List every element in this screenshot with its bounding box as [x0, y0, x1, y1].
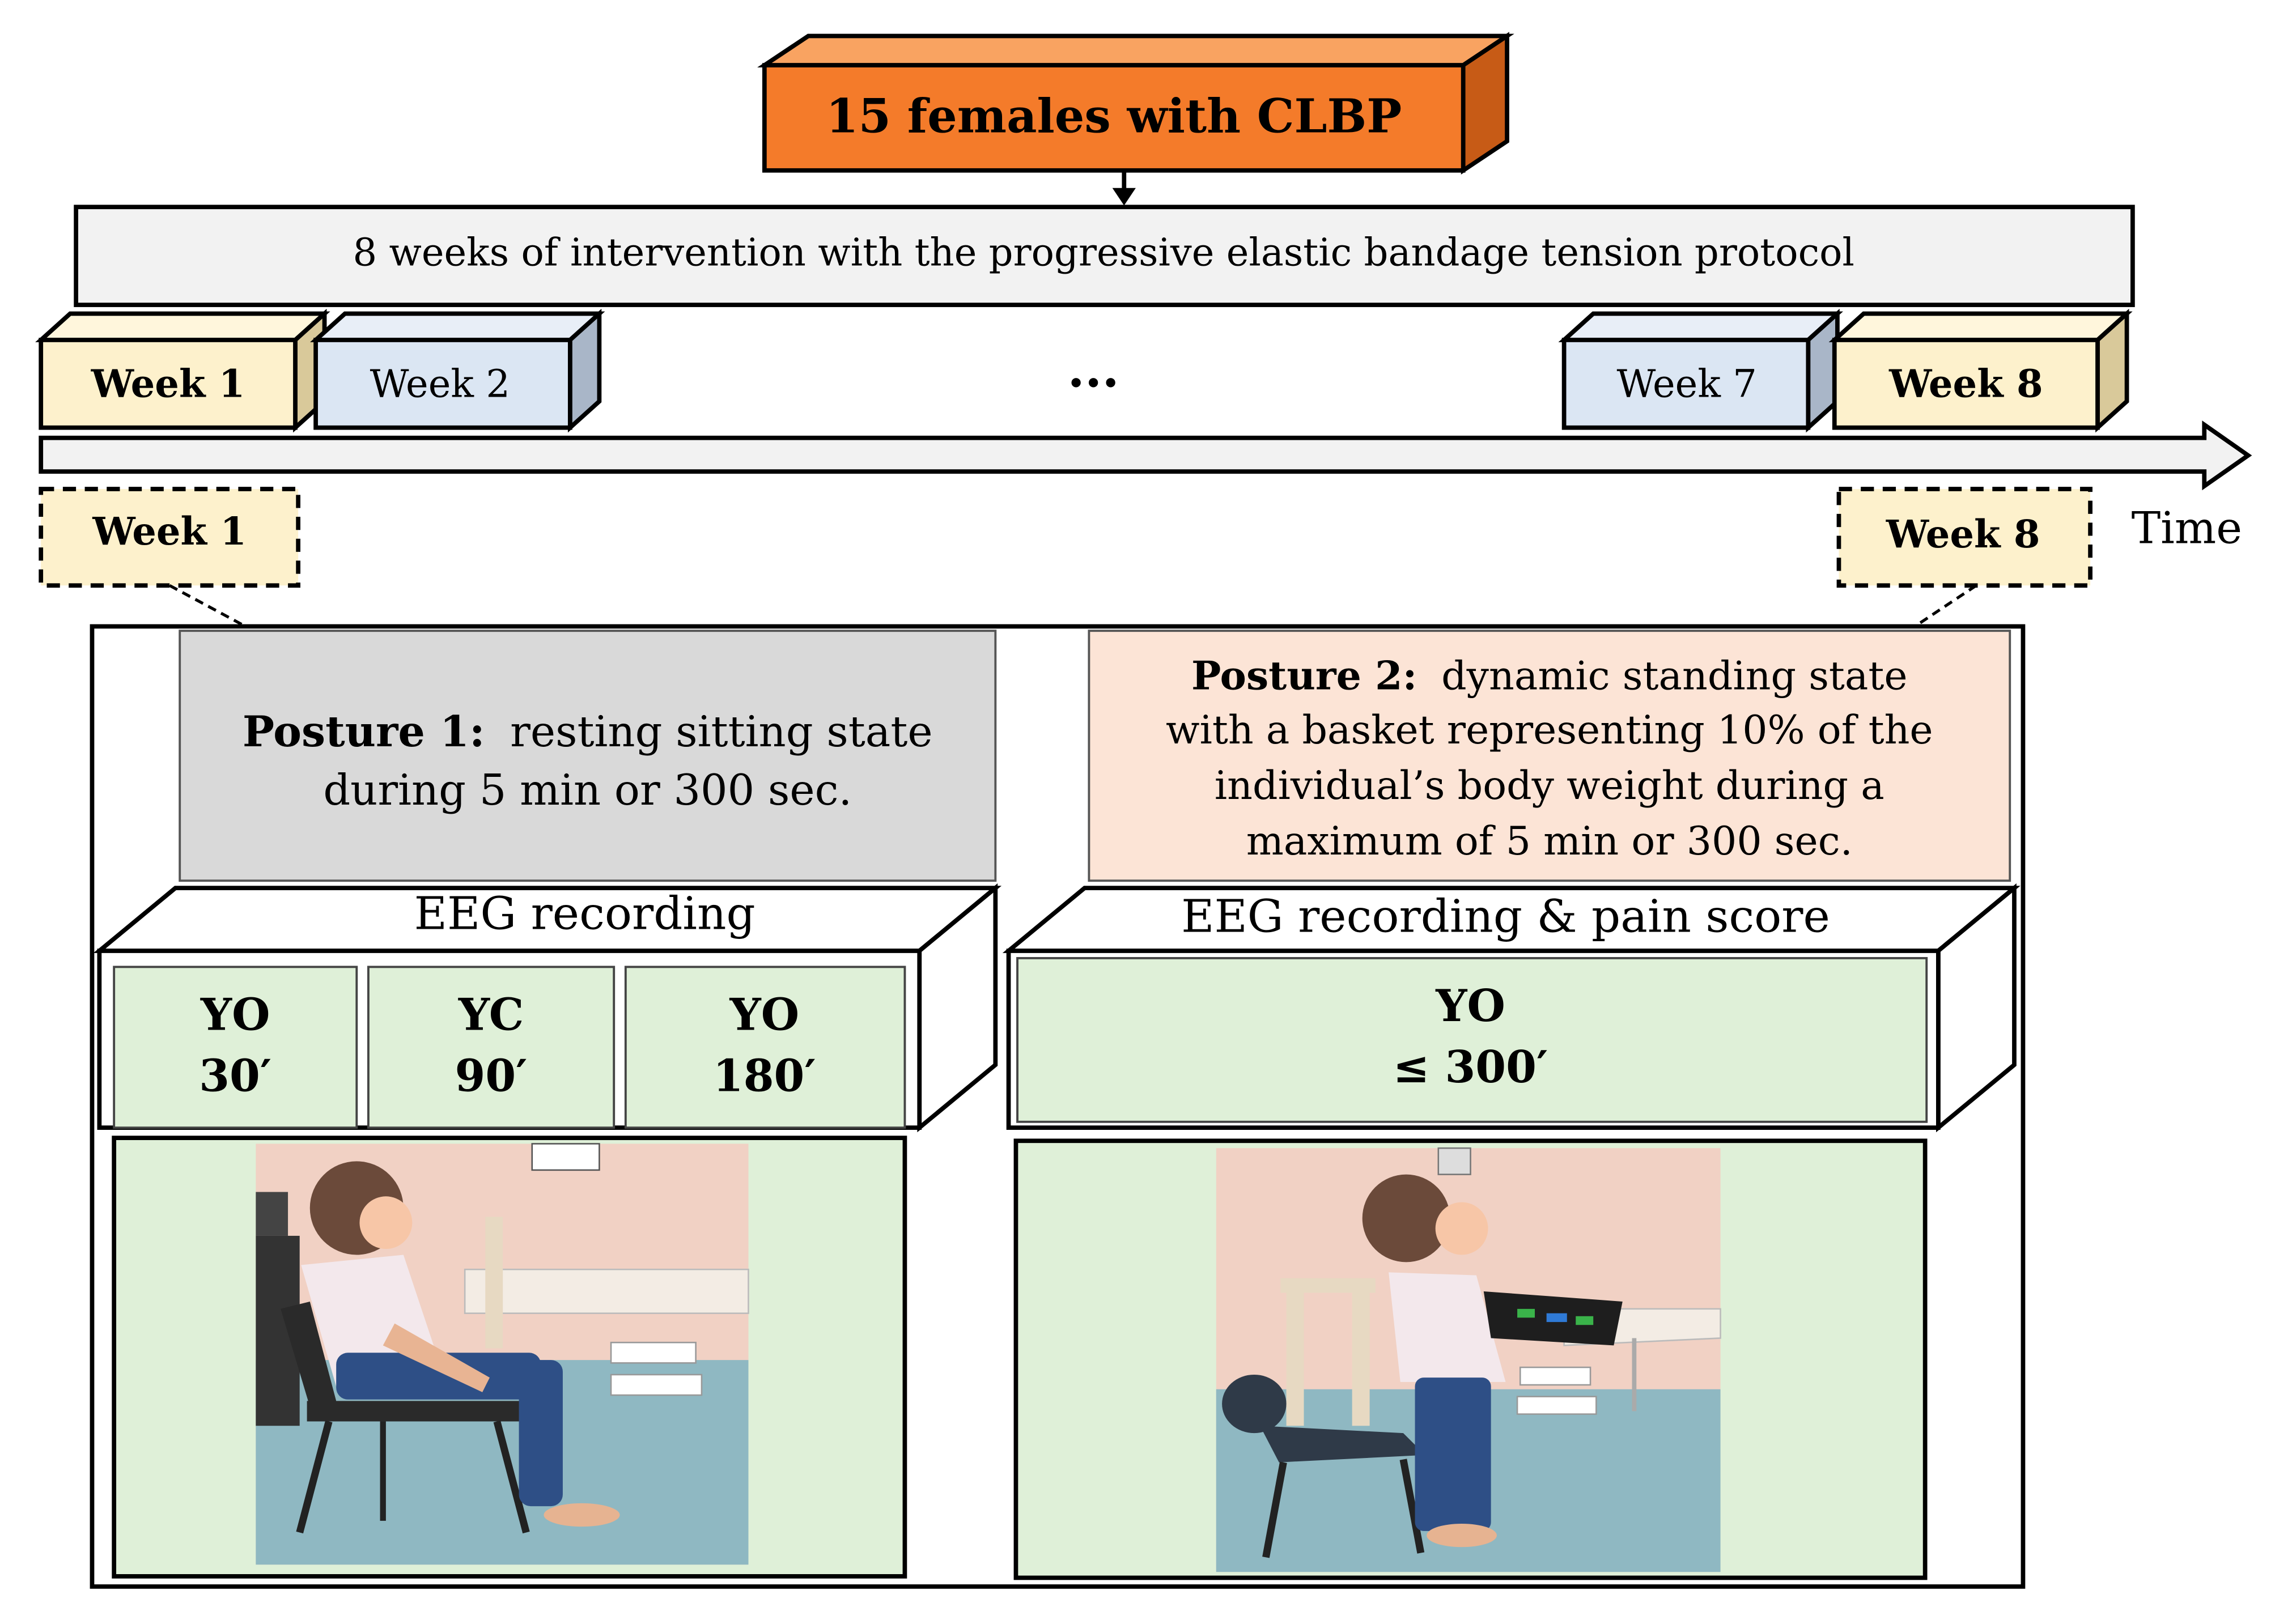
- eeg-1-seg1-time: 30′: [199, 1051, 271, 1102]
- posture-2-photo: [1216, 1147, 1721, 1572]
- eeg-2-segment-1: [1016, 956, 1928, 1123]
- assessment-week-8-label: Week 8: [1886, 512, 2040, 556]
- posture-1-line2: during 5 min or 300 sec.: [323, 766, 852, 815]
- posture-2-title: Posture 2:: [1191, 653, 1417, 699]
- eeg-1-seg3-label: YO: [729, 989, 800, 1040]
- posture-2-line2: with a basket representing 10% of the: [1166, 707, 1933, 753]
- svg-text:Posture 2: dynamic stand: Posture 2: dynamic standing state: [1191, 653, 1908, 699]
- eeg-1-segment-1: [113, 966, 358, 1129]
- assessment-week-1: Week 1: [39, 487, 301, 628]
- eeg-1-seg2-time: 90′: [455, 1051, 528, 1102]
- posture-2-box: Posture 2: dynamic standing state with a…: [1088, 630, 2011, 882]
- posture-2-line1: dynamic standing state: [1441, 653, 1908, 699]
- eeg-1-seg1-label: YO: [200, 989, 270, 1040]
- week-box-2: Week 2: [310, 308, 605, 433]
- timeline-arrow: [39, 420, 2252, 491]
- week-box-8: Week 8: [1828, 308, 2133, 433]
- eeg-recording-1: EEG recording YO 30′ YC 90′ YO 180′: [93, 883, 1002, 1133]
- assessment-week-8: Week 8: [1836, 487, 2092, 628]
- eeg-2-seg1-label: YO: [1435, 980, 1505, 1032]
- week-1-label: Week 1: [91, 362, 245, 406]
- posture-2-photo-panel: [1013, 1138, 1928, 1580]
- week-2-label: Week 2: [370, 362, 510, 406]
- time-label: Time: [2132, 503, 2242, 554]
- intervention-bar: 8 weeks of intervention with the progres…: [74, 205, 2135, 307]
- participants-box: 15 females with CLBP: [757, 32, 1514, 175]
- posture-1-title: Posture 1:: [243, 707, 485, 756]
- eeg-2-seg1-time: ≤ 300′: [1393, 1041, 1548, 1093]
- eeg-1-segment-3: [624, 966, 906, 1129]
- posture-1-photo-panel: [112, 1136, 907, 1579]
- assessment-week-1-label: Week 1: [92, 509, 247, 554]
- svg-text:Posture 1: resting sitti: Posture 1: resting sitting state: [243, 707, 933, 756]
- eeg-2-header: EEG recording & pain score: [1181, 890, 1830, 942]
- week-box-7: Week 7: [1558, 308, 1843, 433]
- participants-arrow: [1112, 170, 1136, 206]
- participants-label: 15 females with CLBP: [826, 90, 1402, 144]
- eeg-recording-2: EEG recording & pain score YO ≤ 300′: [1002, 883, 2021, 1133]
- posture-2-line4: maximum of 5 min or 300 sec.: [1246, 818, 1853, 864]
- posture-1-photo: [256, 1143, 749, 1565]
- eeg-1-seg2-label: YC: [458, 989, 524, 1040]
- eeg-1-header: EEG recording: [414, 887, 755, 939]
- week-box-1: Week 1: [35, 308, 330, 433]
- ellipsis: ...: [1067, 340, 1119, 398]
- week-8-label: Week 8: [1888, 362, 2043, 406]
- eeg-1-seg3-time: 180′: [713, 1051, 816, 1102]
- posture-1-box: Posture 1: resting sitting state during …: [179, 630, 997, 882]
- posture-2-line3: individual’s body weight during a: [1215, 763, 1884, 809]
- intervention-label: 8 weeks of intervention with the progres…: [353, 230, 1854, 274]
- posture-1-line1: resting sitting state: [510, 707, 933, 756]
- eeg-1-segment-2: [367, 966, 616, 1129]
- week-7-label: Week 7: [1617, 362, 1757, 406]
